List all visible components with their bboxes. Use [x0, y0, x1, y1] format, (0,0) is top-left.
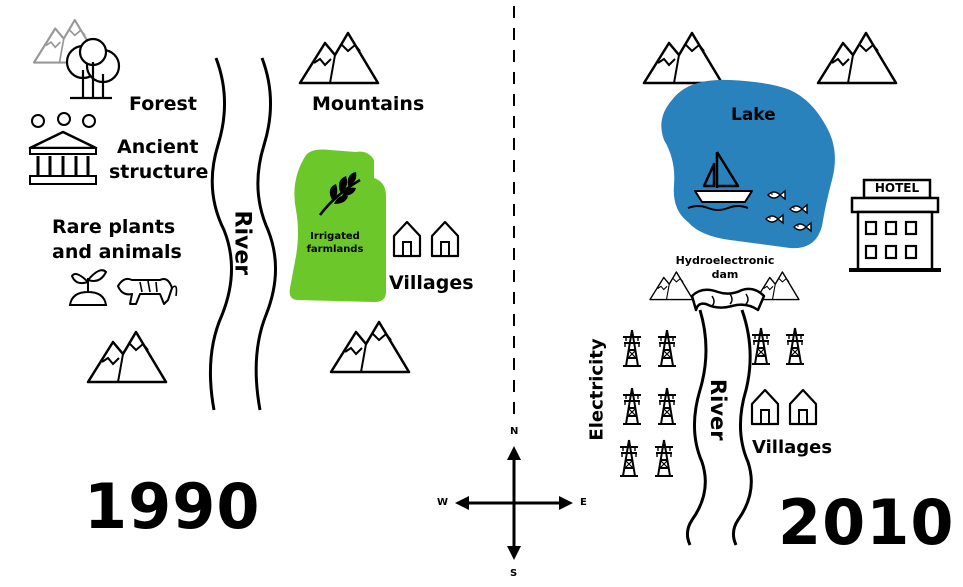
- mountain-icon: [298, 31, 380, 85]
- compass-south-label: S: [510, 568, 518, 579]
- hotel-label: HOTEL: [874, 181, 920, 195]
- map-1990: [28, 18, 460, 411]
- ancient-structure-icon: [28, 112, 98, 185]
- lake-label: Lake: [731, 105, 776, 125]
- pylon-icon: [657, 329, 677, 367]
- hotel-icon: [849, 178, 941, 272]
- river-bank-left: [685, 309, 708, 546]
- river-bank-right: [731, 309, 753, 546]
- pylon-icon: [654, 439, 674, 477]
- ancient-structure-label-line2: structure: [109, 161, 209, 183]
- irrigated-farmland-area: [289, 149, 386, 302]
- irrigated-farmlands-label-line1: Irrigated: [310, 231, 360, 242]
- fish-icon: [793, 222, 812, 232]
- compass-north-label: N: [510, 426, 519, 437]
- pylon-icon: [785, 327, 805, 365]
- fish-icon: [765, 214, 784, 224]
- pylon-icon: [751, 327, 771, 365]
- forest-icon: [32, 18, 121, 100]
- ancient-structure-label-line1: Ancient: [117, 136, 199, 158]
- mountain-icon: [329, 320, 411, 374]
- house-icon: [788, 388, 818, 426]
- compass-east-label: E: [580, 497, 587, 508]
- mountain-icon: [642, 31, 724, 85]
- year-1990: 1990: [84, 470, 261, 543]
- house-icon: [392, 220, 422, 258]
- mountain-icon: [816, 31, 898, 85]
- house-icon: [430, 220, 460, 258]
- mountains-label: Mountains: [312, 93, 425, 115]
- rare-plants-label-line2: and animals: [52, 241, 182, 263]
- dam-label-line2: dam: [711, 268, 739, 281]
- pylon-icon: [622, 329, 642, 367]
- forest-label: Forest: [129, 93, 197, 115]
- compass-rose: [455, 446, 573, 560]
- river-bank-right: [254, 57, 277, 411]
- year-2010: 2010: [778, 486, 955, 559]
- rare-plants-label-line1: Rare plants: [52, 216, 176, 238]
- map-2010: [619, 31, 941, 546]
- electricity-label: Electricity: [586, 338, 608, 441]
- dam-label-line1: Hydroelectronic: [675, 254, 775, 267]
- pylon-icon: [657, 387, 677, 425]
- villages-label-1990: Villages: [389, 272, 474, 294]
- dam-icon: [690, 287, 766, 312]
- fish-icon: [789, 204, 808, 214]
- irrigated-farmlands-label-line2: farmlands: [306, 244, 364, 255]
- plant-icon: [68, 269, 108, 306]
- tiger-icon: [117, 277, 178, 305]
- pylon-icon: [622, 387, 642, 425]
- compass-west-label: W: [437, 497, 449, 508]
- mountain-icon: [86, 330, 168, 384]
- fish-icon: [767, 190, 786, 200]
- wheat-icon: [319, 172, 361, 216]
- river-label-2010: River: [706, 379, 730, 441]
- river-bank-left: [208, 57, 233, 411]
- house-icon: [750, 388, 780, 426]
- river-label-1990: River: [229, 210, 255, 276]
- sailboat-icon: [687, 151, 753, 211]
- pylon-icon: [619, 439, 639, 477]
- villages-label-2010: Villages: [752, 437, 833, 458]
